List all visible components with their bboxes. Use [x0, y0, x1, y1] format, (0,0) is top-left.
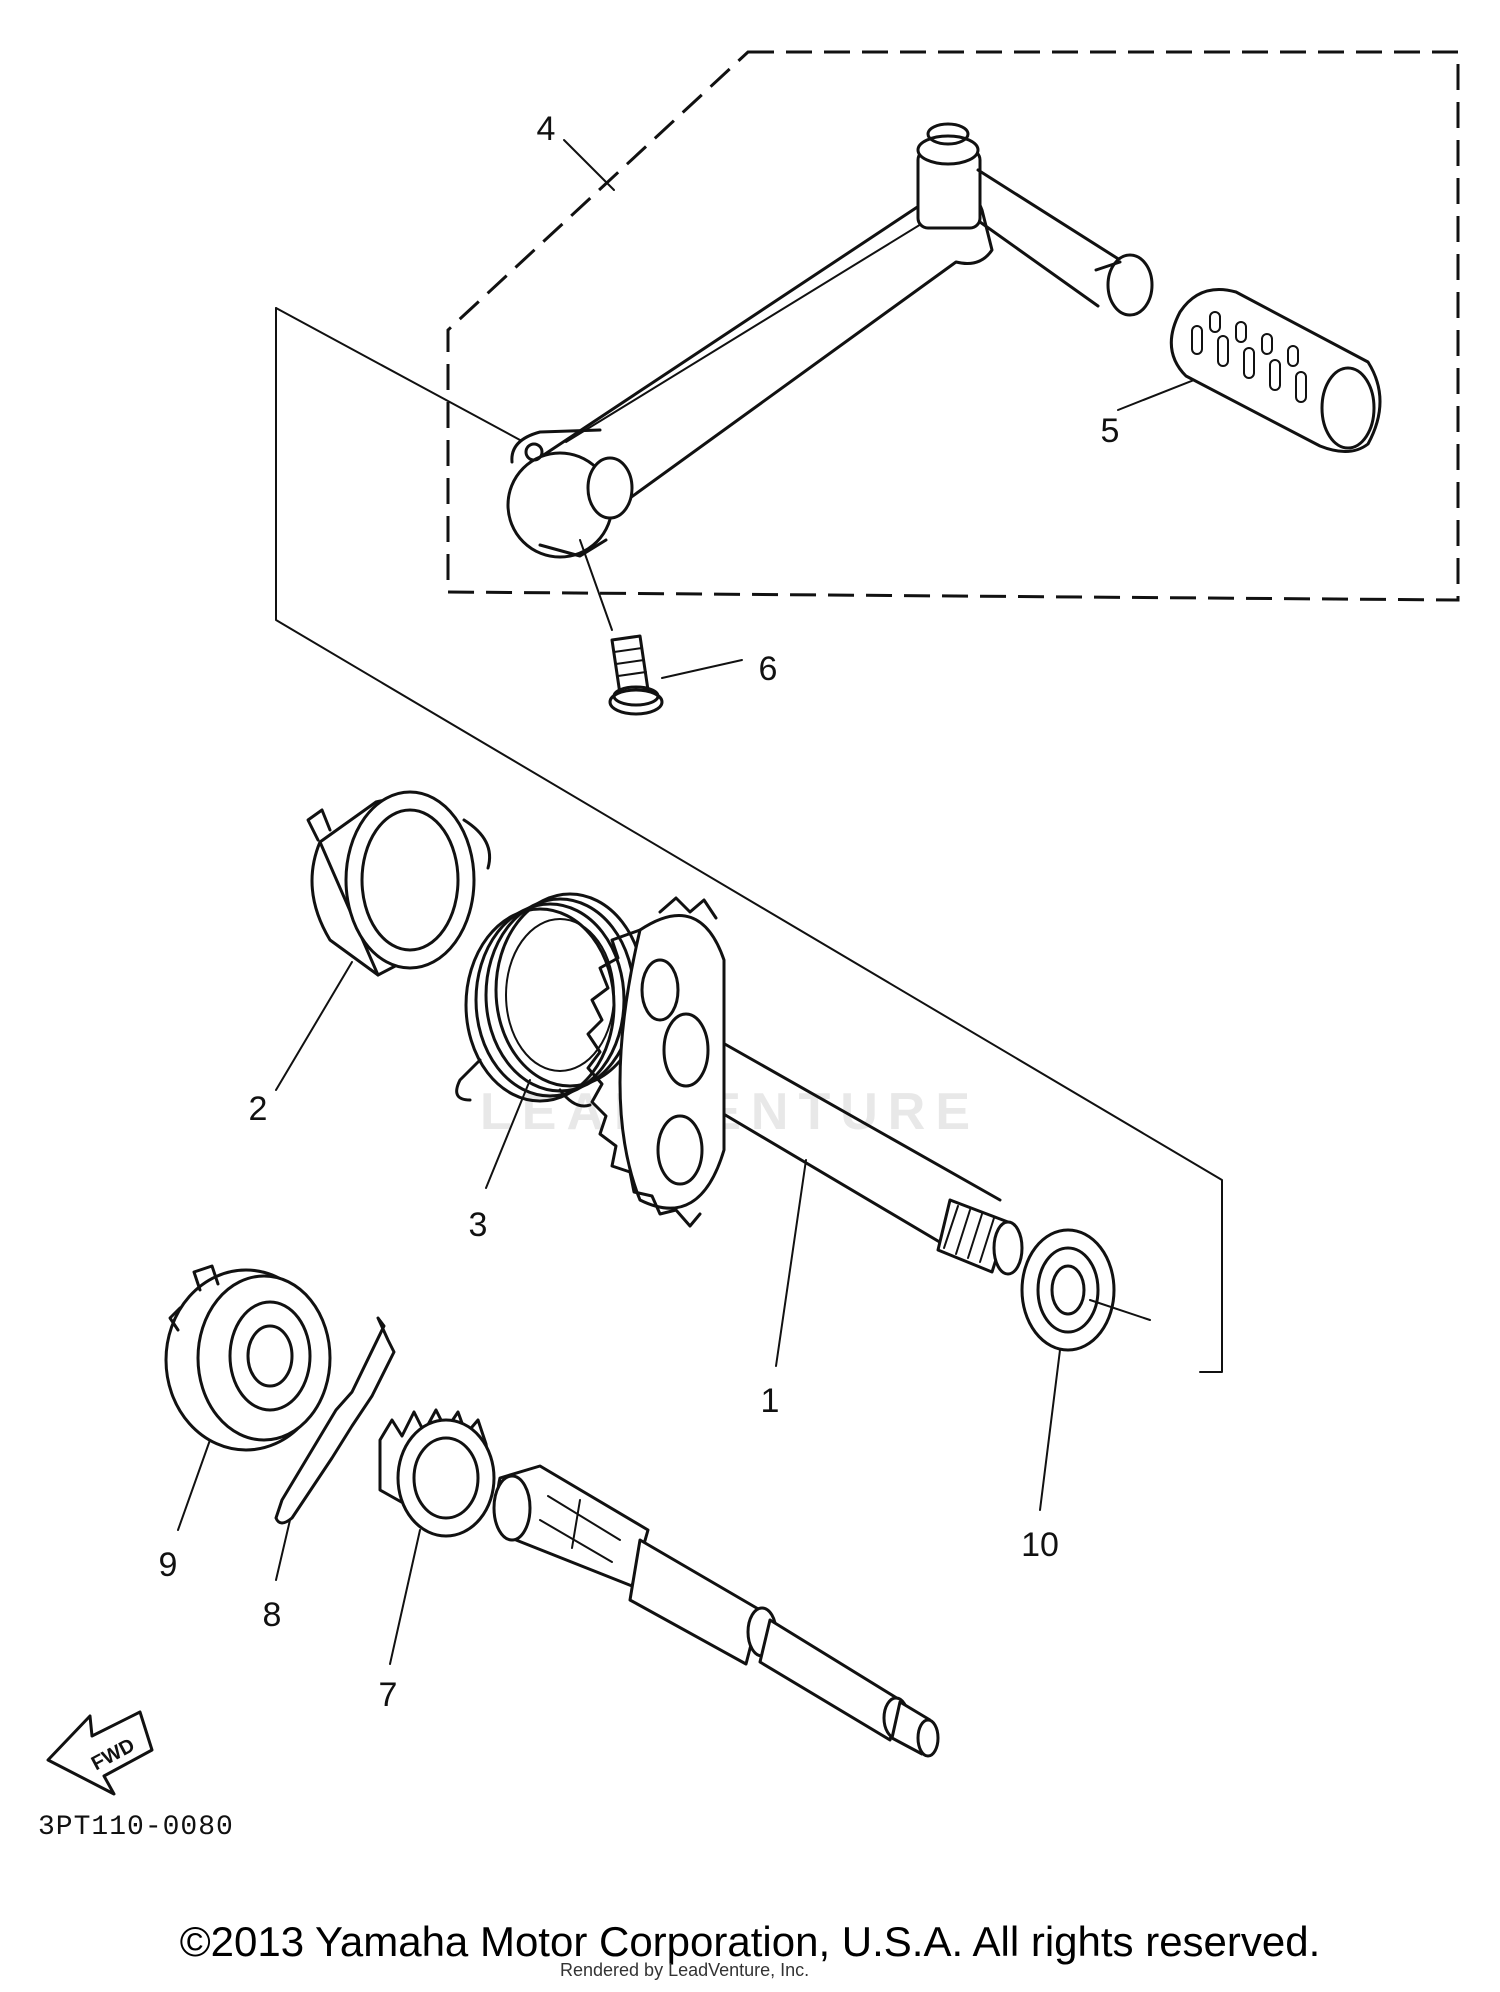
callout-8: 8	[263, 1596, 282, 1634]
callout-4: 4	[537, 110, 556, 148]
oil-seal	[1020, 1228, 1151, 1352]
kick-crank	[506, 122, 1154, 559]
render-credit: Rendered by LeadVenture, Inc.	[560, 1960, 810, 1980]
kick-gear	[164, 1264, 332, 1452]
spring-cover	[306, 790, 491, 977]
callout-6: 6	[759, 650, 778, 688]
main-shaft	[492, 1464, 940, 1758]
callout-10: 10	[1021, 1526, 1059, 1564]
callout-2: 2	[249, 1090, 268, 1128]
return-spring	[455, 892, 646, 1108]
kick-pedal-rubber	[1169, 288, 1382, 453]
kick-axle	[586, 896, 1024, 1276]
callout-9: 9	[159, 1546, 178, 1584]
forward-arrow-icon: FWD	[46, 1710, 154, 1796]
callout-5: 5	[1101, 412, 1120, 450]
leader-lines	[177, 139, 1195, 1665]
callout-7: 7	[379, 1676, 398, 1714]
kick-axle-assembly-outline	[275, 307, 1223, 1373]
kick-clip	[274, 1316, 396, 1525]
callout-1: 1	[761, 1382, 780, 1420]
diagram-code: 3PT110-0080	[38, 1812, 234, 1843]
crank-bolt	[608, 634, 664, 716]
outline-connector	[275, 307, 521, 441]
copyright-notice: ©2013 Yamaha Motor Corporation, U.S.A. A…	[179, 1918, 1321, 1965]
kick-crank-assembly-outline	[446, 50, 1460, 602]
kick-idle-gear	[378, 1408, 496, 1538]
callout-3: 3	[469, 1206, 488, 1244]
